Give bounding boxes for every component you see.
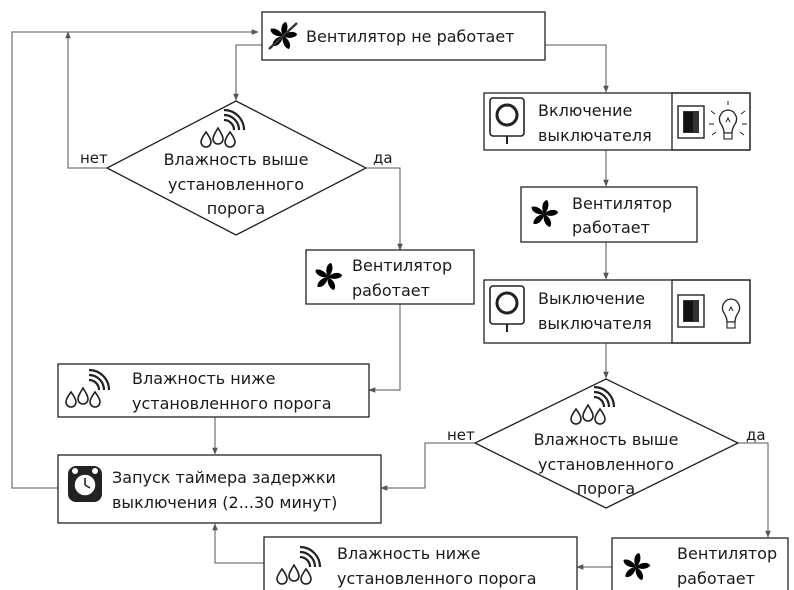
edge-decision1-no xyxy=(65,31,107,169)
node-fan-working-bottom: Вентилятор работает xyxy=(611,537,789,590)
edge-fan-left-to-humidity-low xyxy=(368,302,401,393)
wall-switch-icon xyxy=(677,294,705,328)
node-label-1: Влажность ниже xyxy=(132,369,275,388)
decision-line-1: Влажность выше xyxy=(164,150,309,169)
light-bulb-icon xyxy=(709,101,747,140)
node-fan-not-working: Вентилятор не работает xyxy=(261,11,546,61)
timer-clock-icon xyxy=(68,466,102,502)
decision-line-1: Влажность выше xyxy=(534,430,679,449)
edge-label-yes: да xyxy=(373,149,393,167)
node-label-2: работает xyxy=(572,218,650,237)
node-humidity-below-threshold-left: Влажность ниже установленного порога xyxy=(57,363,370,418)
edge-label-yes: да xyxy=(746,426,766,444)
edge-timer-to-start xyxy=(11,29,259,489)
edge-decision1-yes xyxy=(366,167,403,251)
node-switch-on: Включение выключателя xyxy=(483,92,751,151)
edge-label-no: нет xyxy=(447,426,475,444)
decision-humidity-above-threshold-1: Влажность выше установленного порога xyxy=(105,100,368,236)
fan-off-icon xyxy=(268,22,298,50)
node-fan-working-right: Вентилятор работает xyxy=(520,186,698,243)
edge-decision2-yes xyxy=(738,442,771,538)
node-label-2: работает xyxy=(677,569,755,588)
node-label-1: Влажность ниже xyxy=(337,544,480,563)
decision-line-2: установленного xyxy=(538,455,674,474)
node-label-2: работает xyxy=(352,281,430,300)
wall-switch-icon xyxy=(677,105,705,139)
node-label-2: выключения (2...30 минут) xyxy=(112,493,337,512)
node-label-2: выключателя xyxy=(538,126,652,145)
edge-label-no: нет xyxy=(80,149,108,167)
node-label-1: Вентилятор xyxy=(352,256,452,275)
connectors xyxy=(11,29,771,570)
decision-line-3: порога xyxy=(577,479,635,498)
node-label-1: Вентилятор xyxy=(677,544,777,563)
node-label-1: Выключение xyxy=(538,289,645,308)
edge-start-to-decision1 xyxy=(233,44,262,101)
node-humidity-below-threshold-bottom: Влажность ниже установленного порога xyxy=(263,536,578,590)
decision-line-2: установленного xyxy=(168,175,304,194)
node-label-1: Запуск таймера задержки xyxy=(112,468,336,487)
decision-humidity-above-threshold-2: Влажность выше установленного порога xyxy=(473,378,740,509)
node-label-2: установленного порога xyxy=(132,394,332,413)
node-label-2: установленного порога xyxy=(337,569,537,588)
node-label-1: Вентилятор xyxy=(572,194,672,213)
node-start-delay-timer: Запуск таймера задержки выключения (2...… xyxy=(57,454,382,524)
edge-start-to-switch-on xyxy=(545,44,609,93)
node-label: Вентилятор не работает xyxy=(306,27,515,46)
decision-line-3: порога xyxy=(207,199,265,218)
edge-humidity-low-bottom-to-timer xyxy=(212,523,264,564)
edge-decision2-no xyxy=(380,442,475,491)
node-switch-off: Выключение выключателя xyxy=(483,279,751,344)
node-label-1: Включение xyxy=(538,101,632,120)
node-fan-working-left: Вентилятор работает xyxy=(305,249,475,305)
node-label-2: выключателя xyxy=(538,314,652,333)
